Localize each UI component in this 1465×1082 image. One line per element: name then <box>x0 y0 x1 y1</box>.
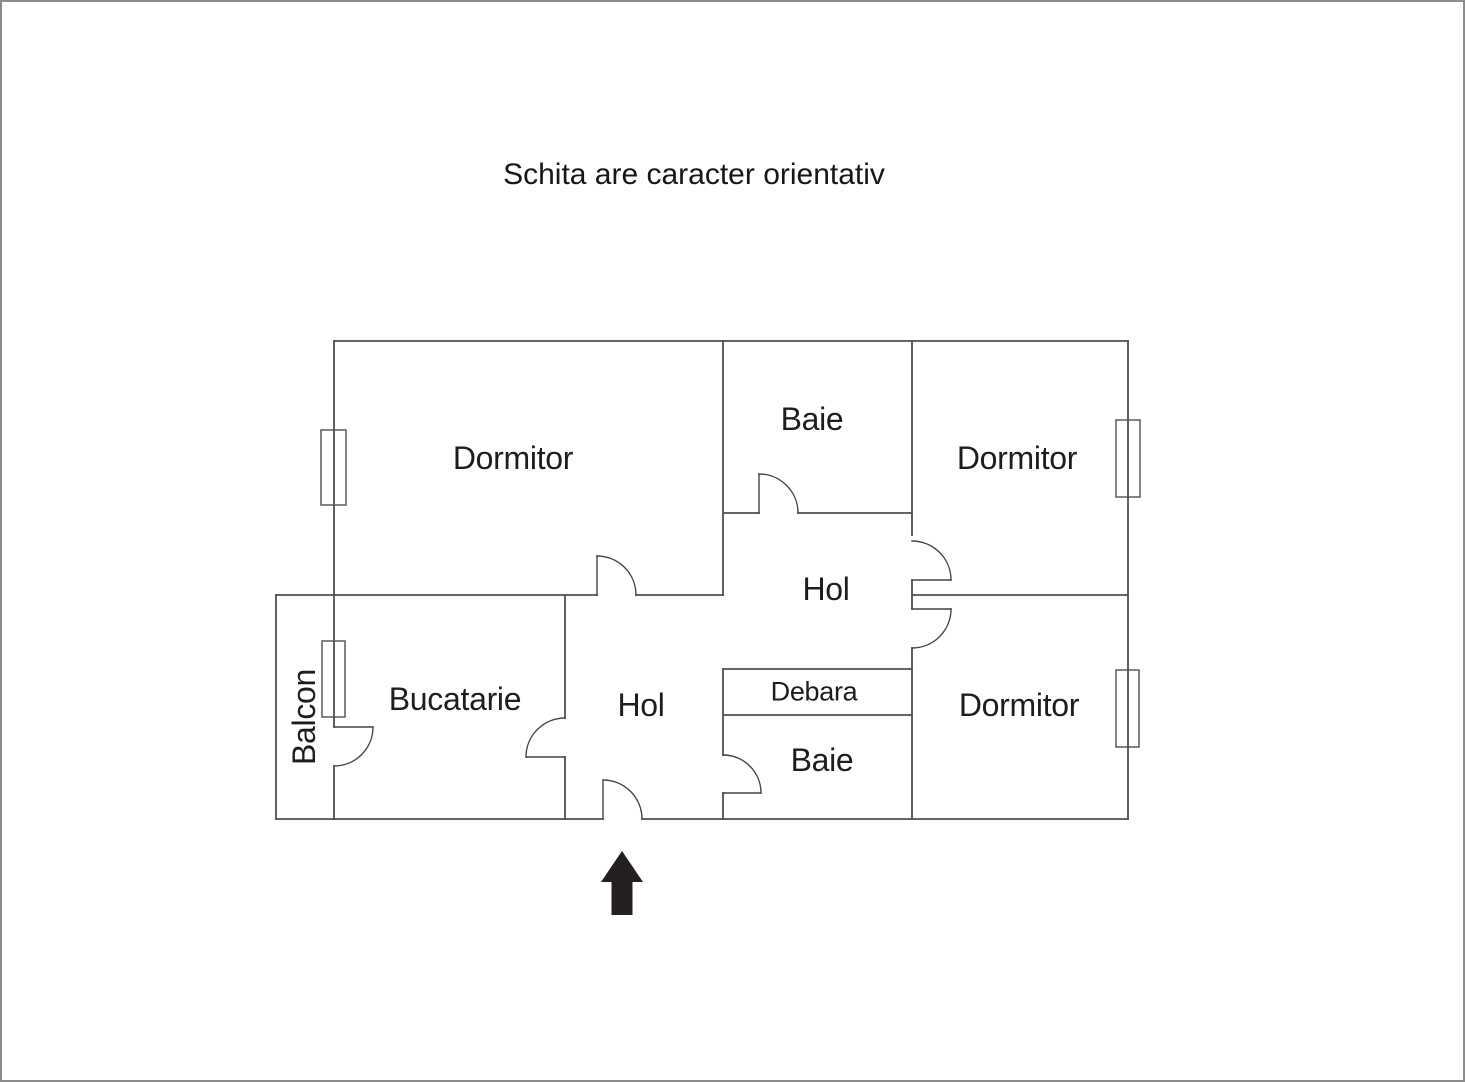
exterior-walls <box>333 340 1129 820</box>
room-label-dormitor-top-left: Dormitor <box>452 440 574 476</box>
balcony-walls <box>275 594 335 820</box>
room-label-baie-lower: Baie <box>790 742 854 778</box>
room-label-bucatarie: Bucatarie <box>388 681 522 717</box>
door-swing-dormitor-top-right-icon <box>911 540 952 581</box>
room-label-dormitor-top-right: Dormitor <box>956 440 1078 476</box>
room-label-hol-lower: Hol <box>617 687 665 723</box>
interior-walls <box>333 340 1129 820</box>
entrance-arrow-icon <box>601 851 643 915</box>
door-swing-bucatarie-icon <box>525 717 566 758</box>
room-label-baie-top: Baie <box>780 401 844 437</box>
window-bucatarie-balcon-icon <box>321 640 346 718</box>
room-label-hol-middle: Hol <box>802 571 850 607</box>
door-swing-balcon-icon <box>333 726 374 767</box>
room-label-dormitor-bottom-right: Dormitor <box>958 687 1080 723</box>
window-dormitor-bottom-right-icon <box>1115 669 1140 748</box>
door-swing-dormitor-top-left-icon <box>596 555 637 596</box>
door-swing-baie-top-icon <box>758 473 799 514</box>
plan-title: Schita are caracter orientativ <box>503 158 885 191</box>
window-dormitor-top-left-icon <box>320 429 347 506</box>
room-label-balcon: Balcon <box>286 668 322 766</box>
window-dormitor-top-right-icon <box>1115 419 1141 498</box>
room-label-debara: Debara <box>770 676 858 707</box>
door-swing-baie-lower-icon <box>722 754 762 794</box>
door-swing-entrance-icon <box>602 779 643 820</box>
door-swing-dormitor-bottom-right-icon <box>911 608 952 649</box>
